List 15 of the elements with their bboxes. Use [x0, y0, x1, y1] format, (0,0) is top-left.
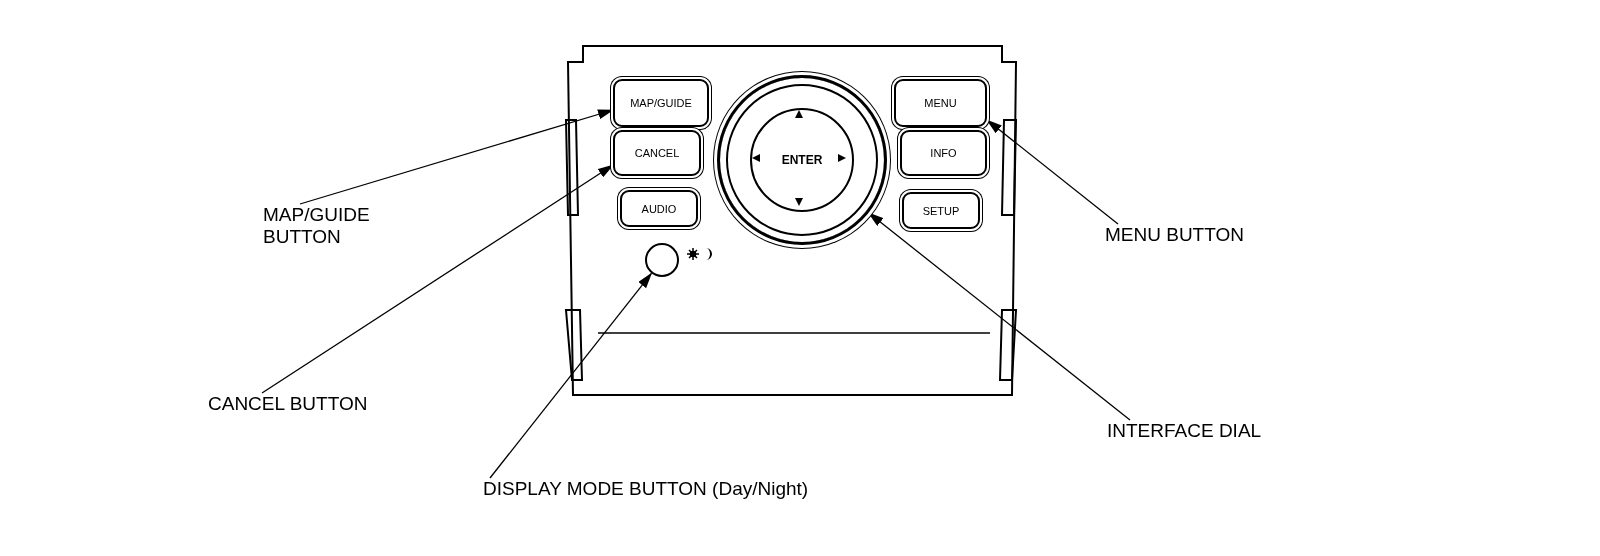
leader-line	[986, 119, 1119, 225]
leader-line	[489, 272, 653, 479]
map-guide-button: MAP/GUIDE	[613, 79, 709, 127]
audio-button: AUDIO	[620, 190, 698, 227]
callout-label: DISPLAY MODE BUTTON (Day/Night)	[483, 478, 923, 500]
setup-button: SETUP	[902, 192, 980, 229]
callout-label: CANCEL BUTTON	[208, 393, 428, 415]
info-button: INFO	[900, 130, 987, 176]
cancel-button: CANCEL	[613, 130, 701, 176]
display-mode-knob	[645, 243, 679, 277]
callout-label: INTERFACE DIAL	[1107, 420, 1307, 442]
enter-button: ENTER	[750, 108, 854, 212]
callout-label: MENU BUTTON	[1105, 224, 1275, 246]
callout-label: MAP/GUIDE BUTTON	[263, 204, 378, 248]
menu-button: MENU	[894, 79, 987, 127]
